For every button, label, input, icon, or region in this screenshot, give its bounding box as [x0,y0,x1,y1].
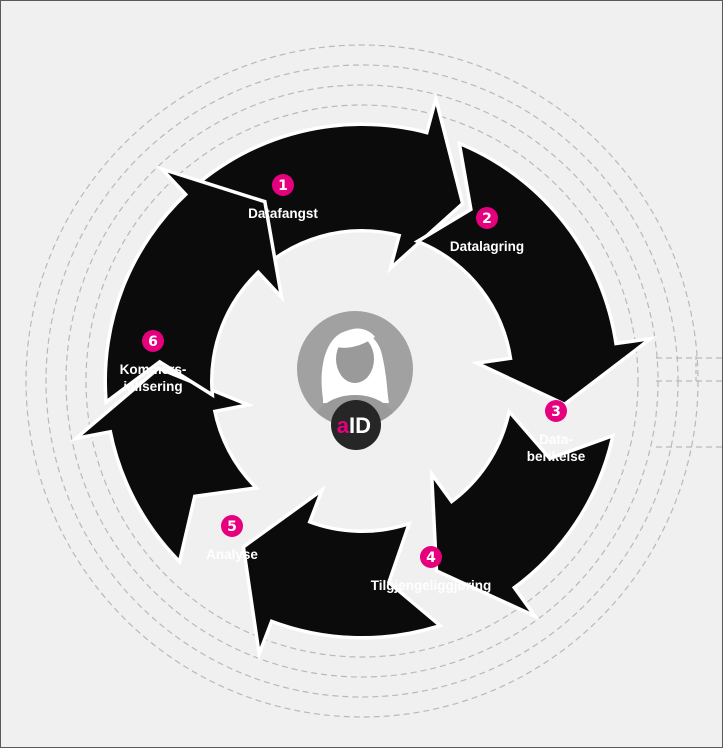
step-number: 4 [426,550,436,566]
dashed-connectors [656,356,722,448]
step-number: 5 [227,519,237,535]
user-avatar-icon [297,311,413,427]
step-label-line: Kommers- [120,362,187,377]
cycle-arrow-3 [429,407,616,621]
step-number-badge [272,174,294,196]
cycle-arrow-2 [413,140,657,407]
dashed-ring-1 [85,104,639,658]
cycle-arrows [69,91,657,661]
step-label-line: Datalagring [450,239,524,254]
cycle-arrow-5 [69,366,261,566]
step-label-line: Data- [539,432,573,447]
step-number-badge [545,400,567,422]
step-number: 2 [482,211,492,227]
step-label-line: Datafangst [248,206,318,221]
step-number: 3 [551,404,561,420]
step-number: 6 [148,334,158,350]
logo-prefix: a [337,413,350,438]
step-label-line: Analyse [206,547,258,562]
step-label-line: Tilgjengeliggjøring [371,578,492,593]
step-number: 1 [278,178,288,194]
step-number-badge [221,515,243,537]
step-label-line: ialisering [123,379,182,394]
logo-suffix: ID [349,413,371,438]
step-number-badge [420,546,442,568]
cycle-arrow-4 [241,485,444,661]
step-label-line: berikelse [527,449,586,464]
step-number-badge [476,207,498,229]
step-number-badge [142,330,164,352]
